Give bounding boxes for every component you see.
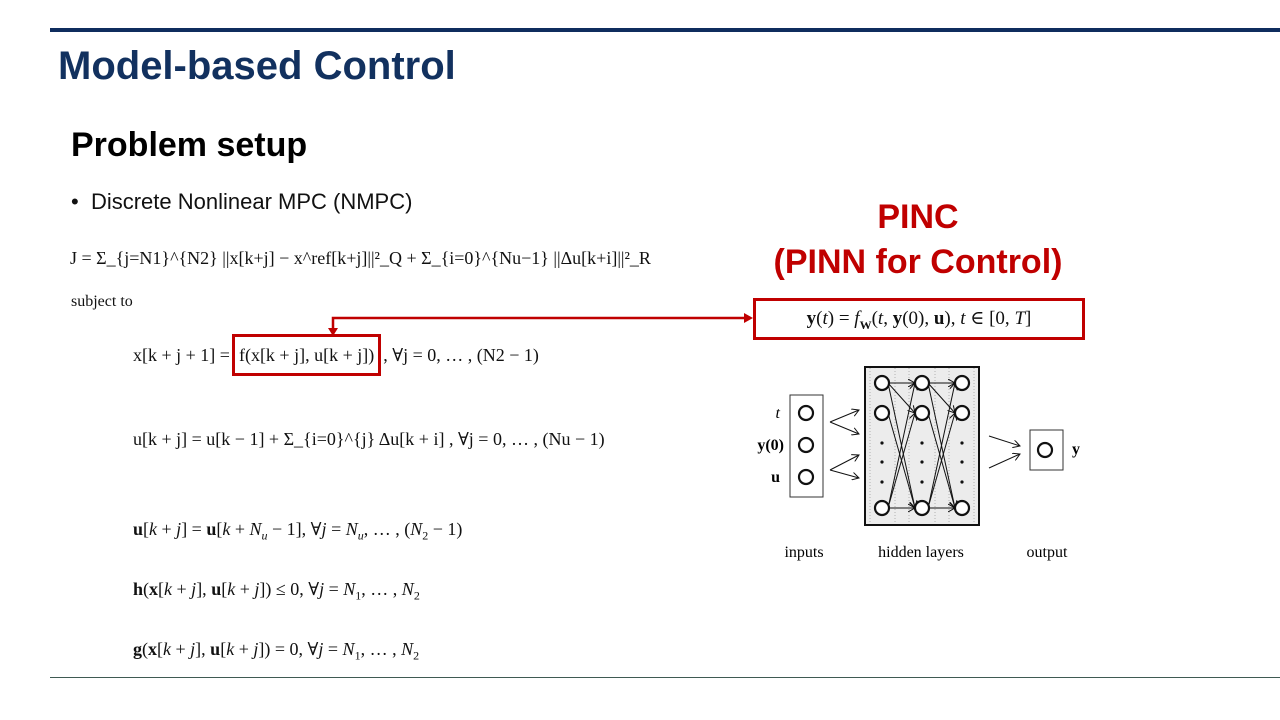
input-label-y0: y(0) [757,437,784,454]
bullet-item: • Discrete Nonlinear MPC (NMPC) [71,189,413,214]
bullet-text: Discrete Nonlinear MPC (NMPC) [90,189,413,214]
link-arrow [328,313,753,336]
slide-title: Model-based Control [58,44,456,88]
neural-network-diagram: t y(0) u y inputs hidden layers output [757,366,1080,561]
pinc-equation-box: y(t) = fW(t, y(0), u), t ∈ [0, T] [753,298,1085,340]
dynamics-lhs: x[k + j + 1] = [133,345,230,365]
caption-inputs: inputs [784,544,823,561]
input-increment-constraint: u[k + j] = u[k − 1] + Σ_{i=0}^{j} Δu[k +… [133,429,605,449]
equality-constraint: g(x[k + j], u[k + j]) = 0, ∀j = N1, … , … [133,639,420,663]
caption-hidden-layers: hidden layers [878,544,964,561]
input-label-t: t [776,405,781,422]
output-layer-box [1029,429,1064,471]
pinc-subheading: (PINN for Control) [773,243,1063,281]
hidden-layers-box [864,366,980,526]
cost-equation: J = Σ_{j=N1}^{N2} ||x[k+j] − x^ref[k+j]|… [70,248,651,268]
dynamics-constraint: x[k + j + 1] =f(x[k + j], u[k + j]), ∀j … [133,334,539,376]
inequality-constraint: h(x[k + j], u[k + j]) ≤ 0, ∀j = N1, … , … [133,579,420,603]
bottom-rule [50,677,1280,678]
input-hold-constraint: u[k + j] = u[k + Nu − 1], ∀j = Nu, … , (… [133,519,463,543]
dynamics-highlight-box: f(x[k + j], u[k + j]) [231,334,382,376]
top-rule [50,28,1280,32]
pinc-heading: PINC [877,198,959,236]
caption-output: output [1027,544,1068,561]
arrow-head-down-icon [328,328,338,336]
subject-to-label: subject to [71,293,133,310]
section-heading: Problem setup [71,126,308,164]
dynamics-rhs: , ∀j = 0, … , (N2 − 1) [383,345,539,365]
arrow-head-right-icon [744,313,753,323]
input-label-u: u [771,469,780,486]
output-label-y: y [1072,441,1080,458]
